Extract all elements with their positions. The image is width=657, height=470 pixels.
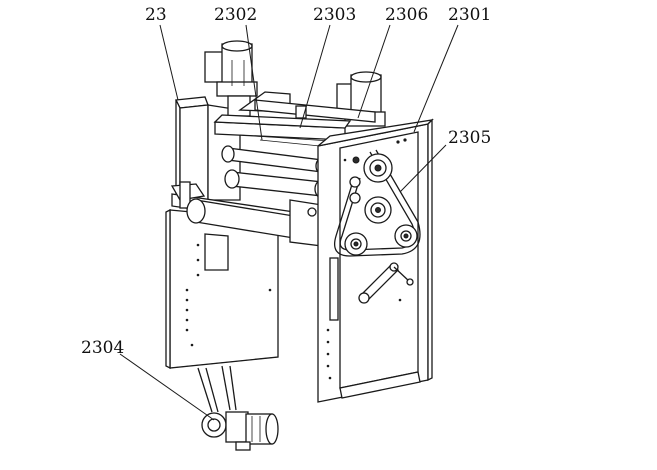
roller-assembly — [170, 145, 330, 247]
top-left-cylinder — [204, 40, 258, 117]
label-2303: 2303 — [313, 5, 356, 25]
belt-drive — [333, 149, 421, 304]
left-frame-panel — [165, 96, 279, 370]
label-23: 23 — [145, 5, 167, 25]
label-2305: 2305 — [448, 128, 491, 148]
right-panel-holes — [326, 138, 407, 380]
label-2301: 2301 — [448, 5, 491, 25]
callout-labels: 23 2302 2303 2306 2301 2305 2304 — [81, 5, 491, 358]
label-2304: 2304 — [81, 338, 124, 358]
left-plate-holes — [185, 243, 272, 347]
label-2302: 2302 — [214, 5, 257, 25]
right-frame-panel — [317, 118, 434, 403]
leader-lines — [119, 24, 459, 421]
label-2306: 2306 — [385, 5, 428, 25]
bottom-motor — [197, 365, 279, 451]
top-beams — [213, 91, 376, 147]
